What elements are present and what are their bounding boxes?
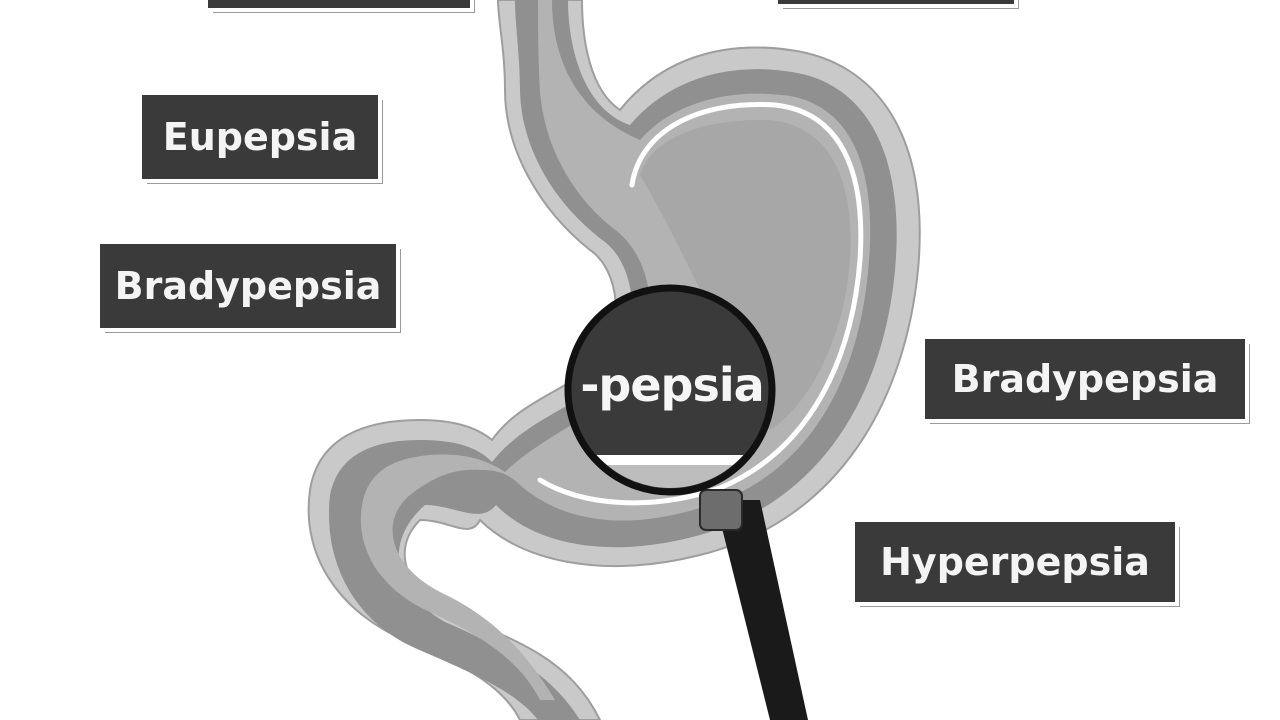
label-cut-top-left <box>208 0 470 8</box>
stomach-highlight <box>537 101 864 506</box>
stomach-fundus <box>640 119 851 430</box>
label-bradypepsia-right: Bradypepsia <box>925 339 1245 419</box>
label-hyperpepsia: Hyperpepsia <box>855 522 1175 602</box>
magnifier-rim <box>564 284 776 496</box>
label-bradypepsia-left: Bradypepsia <box>100 244 396 328</box>
lens-term: -pepsia <box>580 358 764 412</box>
magnifying-glass-icon <box>564 284 808 720</box>
magnifier-handle <box>715 500 808 720</box>
label-cut-top-right <box>778 0 1014 4</box>
label-eupepsia: Eupepsia <box>142 95 378 179</box>
magnifier-lens <box>568 288 772 492</box>
magnifier-handle-collar <box>699 489 743 531</box>
